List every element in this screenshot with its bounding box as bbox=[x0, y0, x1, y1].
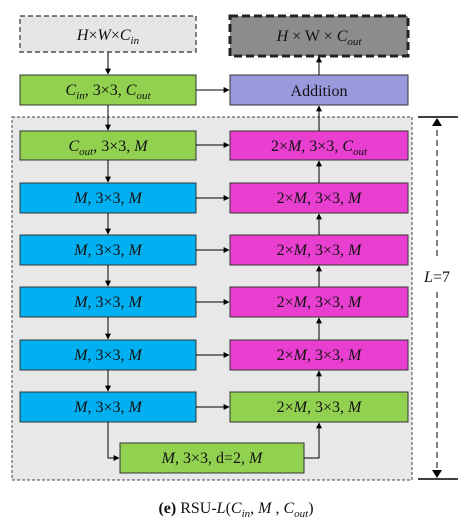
conv-in-block bbox=[19, 74, 197, 106]
decoder-block-4: 2×M, 3×3, M bbox=[229, 339, 409, 371]
encoder-block-5-label: M, 3×3, M bbox=[73, 399, 143, 416]
decoder-block-5: 2×M, 3×3, M bbox=[229, 391, 409, 423]
encoder-block-3: M, 3×3, M bbox=[19, 286, 197, 318]
encoder-block-1: M, 3×3, M bbox=[19, 182, 197, 214]
addition-label: Addition bbox=[291, 83, 348, 100]
encoder-block-4-label: M, 3×3, M bbox=[73, 347, 143, 364]
decoder-block-5-label: 2×M, 3×3, M bbox=[277, 399, 363, 416]
input-node bbox=[19, 15, 197, 53]
encoder-block-4: M, 3×3, M bbox=[19, 339, 197, 371]
decoder-block-1: 2×M, 3×3, M bbox=[229, 182, 409, 214]
encoder-block-3-label: M, 3×3, M bbox=[73, 294, 143, 311]
input-node-label: H×W×Cin bbox=[76, 27, 140, 47]
encoder-block-2-label: M, 3×3, M bbox=[73, 242, 143, 259]
output-node bbox=[228, 14, 410, 58]
decoder-block-3-label: 2×M, 3×3, M bbox=[277, 294, 363, 311]
decoder-block-1-label: 2×M, 3×3, M bbox=[277, 190, 363, 207]
encoder-block-1-label: M, 3×3, M bbox=[73, 190, 143, 207]
addition-block bbox=[229, 74, 409, 106]
dilated-block-label: M, 3×3, d=2, M bbox=[161, 450, 264, 467]
encoder-block-2: M, 3×3, M bbox=[19, 234, 197, 266]
output-node-label: H × W × Cout bbox=[276, 28, 363, 48]
encoder-block-5: M, 3×3, M bbox=[19, 391, 197, 423]
encoder-block-0-label: Cout, 3×3, M bbox=[68, 138, 149, 158]
decoder-block-0-label: 2×M, 3×3, Cout bbox=[271, 138, 368, 158]
decoder-block-2: 2×M, 3×3, M bbox=[229, 234, 409, 266]
decoder-block-2-label: 2×M, 3×3, M bbox=[277, 242, 363, 259]
decoder-block-4-label: 2×M, 3×3, M bbox=[277, 347, 363, 364]
decoder-block-3: 2×M, 3×3, M bbox=[229, 286, 409, 318]
decoder-block-0 bbox=[229, 130, 409, 161]
depth-label: L=7 bbox=[423, 269, 450, 286]
conv-in-label: Cin, 3×3, Cout bbox=[66, 82, 152, 102]
depth-indicator bbox=[418, 116, 458, 480]
figure-caption: (e) RSU-L(Cin, M , Cout) bbox=[158, 500, 313, 520]
connector-arrows bbox=[105, 52, 322, 461]
